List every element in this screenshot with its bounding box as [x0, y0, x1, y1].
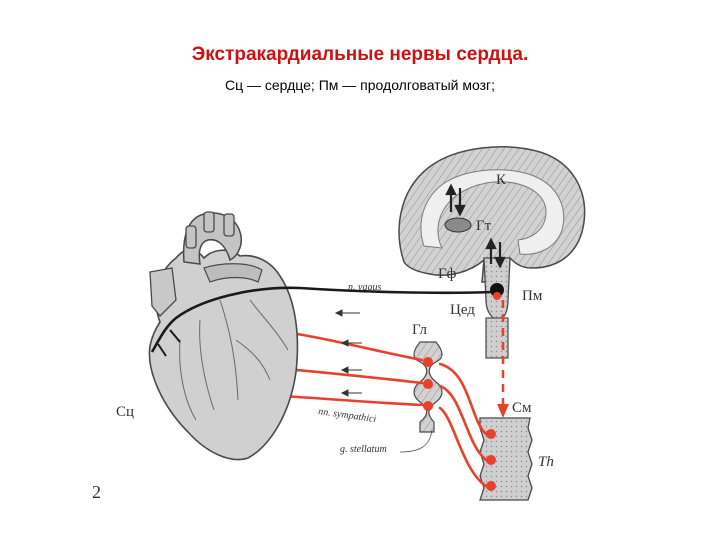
ganglion-cell [423, 401, 433, 411]
label-th: Th [538, 454, 554, 470]
vagus-nerve [150, 286, 493, 353]
medulla-red-nucleus [493, 292, 501, 300]
pulmonary-artery [203, 263, 263, 283]
stellatum-leader [399, 429, 433, 453]
spinal-nuclei [486, 429, 496, 491]
label-tsed: Цед [450, 302, 475, 318]
label-pm: Пм [522, 288, 543, 304]
postganglionic-fiber [278, 394, 424, 407]
label-gf: Гф [438, 266, 457, 282]
figure-number: 2 [92, 482, 101, 502]
ganglion-cell [423, 379, 433, 389]
spinal-cord-upper [485, 317, 509, 359]
label-gl: Гл [412, 322, 428, 338]
heart [148, 211, 299, 461]
spinal-nucleus [486, 455, 496, 465]
ganglion-cells [423, 357, 433, 411]
preganglionic-fiber [438, 406, 488, 488]
preganglionic-fiber [438, 362, 488, 436]
arrow-pair-upper [445, 183, 466, 217]
vagus-branch [157, 329, 181, 357]
label-gt: Гт [476, 218, 492, 234]
medulla-center [490, 283, 504, 297]
label-sm: См [512, 400, 532, 416]
figure-title: Экстракардиальные нервы сердца. [191, 44, 529, 65]
label-vagus: n. vagus [348, 282, 381, 293]
label-sts: Сц [116, 404, 134, 420]
spinal-nucleus [486, 429, 496, 439]
spinal-nucleus [486, 481, 496, 491]
arrow-pair-lower [485, 237, 506, 269]
coronary-vessels [179, 299, 289, 421]
figure-subtitle: Сц — сердце; Пм — продолговатый мозг; [224, 77, 496, 93]
aortic-branches [185, 211, 235, 249]
label-stellatum: g. stellatum [340, 444, 387, 455]
brain [398, 146, 586, 359]
hypothalamus-ellipse [444, 217, 472, 233]
ganglion-cell [423, 357, 433, 367]
label-k: К [496, 172, 507, 188]
direction-arrows [334, 309, 362, 397]
brain-inner-white [420, 169, 565, 255]
vena-cava [149, 267, 177, 317]
preganglionic-fiber [438, 384, 488, 462]
descending-arrowhead [497, 404, 509, 418]
label-sympathici: nn. sympathici [318, 406, 378, 425]
